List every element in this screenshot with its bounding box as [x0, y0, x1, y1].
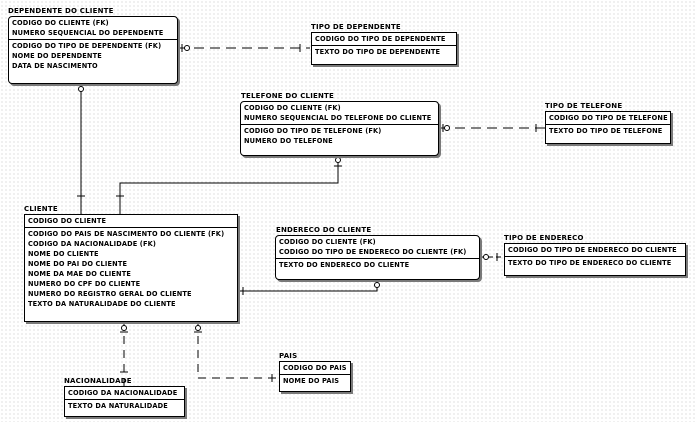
- attr: CODIGO DO TIPO DE TELEFONE (FK): [244, 127, 382, 135]
- pk-section: CODIGO DO PAIS: [280, 362, 350, 374]
- entity-title-pais: PAIS: [279, 352, 298, 360]
- attr-section: CODIGO DO PAIS DE NASCIMENTO DO CLIENTE …: [25, 227, 237, 310]
- pk-attr: CODIGO DO CLIENTE (FK): [244, 104, 341, 112]
- attr-section: TEXTO DA NATURALIDADE: [65, 399, 184, 412]
- attr: NOME DO PAI DO CLIENTE: [28, 260, 128, 268]
- entity-nacionalidade[interactable]: CODIGO DA NACIONALIDADE TEXTO DA NATURAL…: [64, 386, 185, 417]
- entity-title-tipo-endereco: TIPO DE ENDERECO: [504, 234, 584, 242]
- entity-title-telefone: TELEFONE DO CLIENTE: [241, 92, 335, 100]
- pk-section: CODIGO DO CLIENTE (FK) NUMERO SEQUENCIAL…: [9, 17, 177, 39]
- attr: CODIGO DA NACIONALIDADE (FK): [28, 240, 157, 248]
- entity-dependente-do-cliente[interactable]: CODIGO DO CLIENTE (FK) NUMERO SEQUENCIAL…: [8, 16, 178, 84]
- entity-title-tipo-dependente: TIPO DE DEPENDENTE: [311, 23, 401, 31]
- pk-section: CODIGO DO TIPO DE ENDERECO DO CLIENTE: [505, 244, 685, 256]
- attr-section: TEXTO DO ENDERECO DO CLIENTE: [276, 258, 479, 271]
- entity-title-dependente: DEPENDENTE DO CLIENTE: [8, 7, 114, 15]
- attr-section: CODIGO DO TIPO DE TELEFONE (FK) NUMERO D…: [241, 124, 438, 147]
- pk-attr: CODIGO DA NACIONALIDADE: [68, 389, 178, 397]
- pk-section: CODIGO DO CLIENTE (FK) CODIGO DO TIPO DE…: [276, 236, 479, 258]
- entity-endereco-do-cliente[interactable]: CODIGO DO CLIENTE (FK) CODIGO DO TIPO DE…: [275, 235, 480, 280]
- entity-tipo-de-dependente[interactable]: CODIGO DO TIPO DE DEPENDENTE TEXTO DO TI…: [311, 32, 457, 65]
- pk-attr: CODIGO DO TIPO DE TELEFONE: [549, 114, 668, 122]
- pk-attr: CODIGO DO CLIENTE (FK): [279, 238, 376, 246]
- entity-title-tipo-telefone: TIPO DE TELEFONE: [545, 102, 623, 110]
- attr-section: TEXTO DO TIPO DE ENDERECO DO CLIENTE: [505, 256, 685, 269]
- entity-cliente[interactable]: CODIGO DO CLIENTE CODIGO DO PAIS DE NASC…: [24, 214, 238, 322]
- attr: CODIGO DO TIPO DE DEPENDENTE (FK): [12, 42, 162, 50]
- pk-attr: CODIGO DO PAIS: [283, 364, 347, 372]
- entity-title-cliente: CLIENTE: [24, 205, 58, 213]
- attr: DATA DE NASCIMENTO: [12, 62, 98, 70]
- attr-section: CODIGO DO TIPO DE DEPENDENTE (FK) NOME D…: [9, 39, 177, 72]
- attr: TEXTO DA NATURALIDADE DO CLIENTE: [28, 300, 176, 308]
- attr-section: NOME DO PAIS: [280, 374, 350, 387]
- attr-section: TEXTO DO TIPO DE DEPENDENTE: [312, 45, 456, 58]
- attr: TEXTO DO TIPO DE ENDERECO DO CLIENTE: [508, 259, 672, 267]
- entity-pais[interactable]: CODIGO DO PAIS NOME DO PAIS: [279, 361, 351, 392]
- pk-attr: CODIGO DO TIPO DE ENDERECO DO CLIENTE: [508, 246, 677, 254]
- entity-title-endereco: ENDERECO DO CLIENTE: [276, 226, 372, 234]
- rel-cliente-telefone: [119, 157, 339, 214]
- attr: NUMERO DO CPF DO CLIENTE: [28, 280, 141, 288]
- attr: NOME DO CLIENTE: [28, 250, 99, 258]
- rel-cliente-endereco: [238, 280, 378, 292]
- pk-section: CODIGO DA NACIONALIDADE: [65, 387, 184, 399]
- attr: TEXTO DO ENDERECO DO CLIENTE: [279, 261, 410, 269]
- attr: TEXTO DO TIPO DE DEPENDENTE: [315, 48, 441, 56]
- entity-title-nacionalidade: NACIONALIDADE: [64, 377, 132, 385]
- attr: NUMERO DO REGISTRO GERAL DO CLIENTE: [28, 290, 192, 298]
- pk-section: CODIGO DO CLIENTE (FK) NUMERO SEQUENCIAL…: [241, 102, 438, 124]
- attr: NOME DA MAE DO CLIENTE: [28, 270, 132, 278]
- attr: NOME DO DEPENDENTE: [12, 52, 102, 60]
- attr: TEXTO DO TIPO DE TELEFONE: [549, 127, 663, 135]
- pk-section: CODIGO DO CLIENTE: [25, 215, 237, 227]
- attr-section: TEXTO DO TIPO DE TELEFONE: [546, 124, 670, 137]
- pk-attr: CODIGO DO TIPO DE DEPENDENTE: [315, 35, 446, 43]
- entity-tipo-de-telefone[interactable]: CODIGO DO TIPO DE TELEFONE TEXTO DO TIPO…: [545, 111, 671, 144]
- pk-section: CODIGO DO TIPO DE DEPENDENTE: [312, 33, 456, 45]
- pk-attr: NUMERO SEQUENCIAL DO TELEFONE DO CLIENTE: [244, 114, 432, 122]
- pk-attr: NUMERO SEQUENCIAL DO DEPENDENTE: [12, 29, 164, 37]
- entity-tipo-de-endereco[interactable]: CODIGO DO TIPO DE ENDERECO DO CLIENTE TE…: [504, 243, 686, 276]
- attr: NOME DO PAIS: [283, 377, 340, 385]
- pk-attr: CODIGO DO CLIENTE: [28, 217, 107, 225]
- attr: TEXTO DA NATURALIDADE: [68, 402, 168, 410]
- pk-section: CODIGO DO TIPO DE TELEFONE: [546, 112, 670, 124]
- attr: NUMERO DO TELEFONE: [244, 137, 333, 145]
- entity-telefone-do-cliente[interactable]: CODIGO DO CLIENTE (FK) NUMERO SEQUENCIAL…: [240, 101, 439, 156]
- attr: CODIGO DO PAIS DE NASCIMENTO DO CLIENTE …: [28, 230, 225, 238]
- pk-attr: CODIGO DO TIPO DE ENDERECO DO CLIENTE (F…: [279, 248, 467, 256]
- pk-attr: CODIGO DO CLIENTE (FK): [12, 19, 109, 27]
- rel-pais-cliente: [197, 322, 278, 379]
